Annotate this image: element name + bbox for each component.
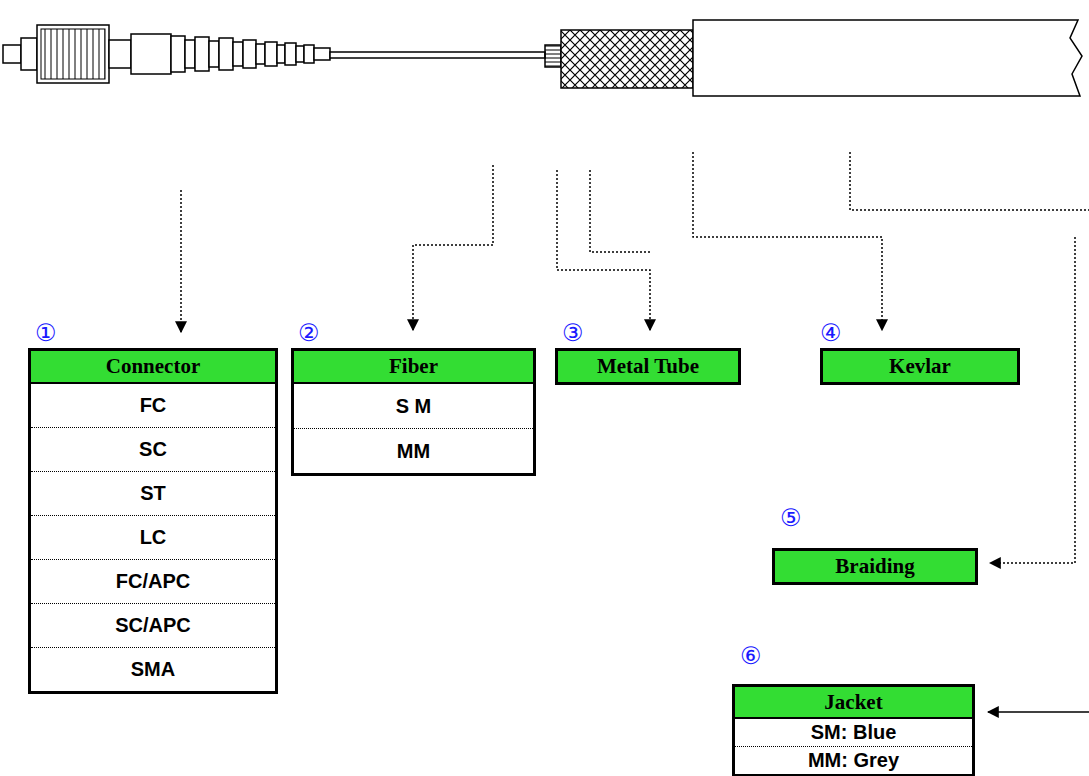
leader-lines [181, 152, 1089, 712]
callout-number: ⑥ [740, 643, 762, 669]
table-cell: ST [31, 472, 275, 516]
table-cell: FC [31, 384, 275, 428]
metal-tube-box: Metal Tube [555, 348, 741, 385]
table-cell: MM [294, 429, 533, 473]
table-heading: Braiding [775, 551, 975, 582]
callout-number: ① [35, 320, 57, 346]
table-heading: Jacket [735, 687, 972, 719]
table-cell: SMA [31, 648, 275, 691]
table-heading: Connector [31, 351, 275, 384]
table-cell: SM: Blue [735, 719, 972, 747]
cable-drawing [330, 20, 1082, 96]
table-cell: SC/APC [31, 604, 275, 648]
callout-number: ② [298, 320, 320, 346]
table-cell: FC/APC [31, 560, 275, 604]
fiber-table: FiberS MMM [291, 348, 536, 476]
kevlar-box: Kevlar [820, 348, 1020, 385]
table-heading: Fiber [294, 351, 533, 384]
table-cell: MM: Grey [735, 747, 972, 774]
table-cell: SC [31, 428, 275, 472]
connector-table: ConnectorFCSCSTLCFC/APCSC/APCSMA [28, 348, 278, 694]
table-heading: Metal Tube [558, 351, 738, 382]
braiding-box: Braiding [772, 548, 978, 585]
connector-drawing [3, 25, 330, 83]
table-cell: S M [294, 384, 533, 429]
jacket-table: JacketSM: BlueMM: Grey [732, 684, 975, 776]
table-cell: LC [31, 516, 275, 560]
callout-number: ④ [820, 320, 842, 346]
table-heading: Kevlar [823, 351, 1017, 382]
callout-number: ⑤ [780, 505, 802, 531]
callout-number: ③ [562, 320, 584, 346]
